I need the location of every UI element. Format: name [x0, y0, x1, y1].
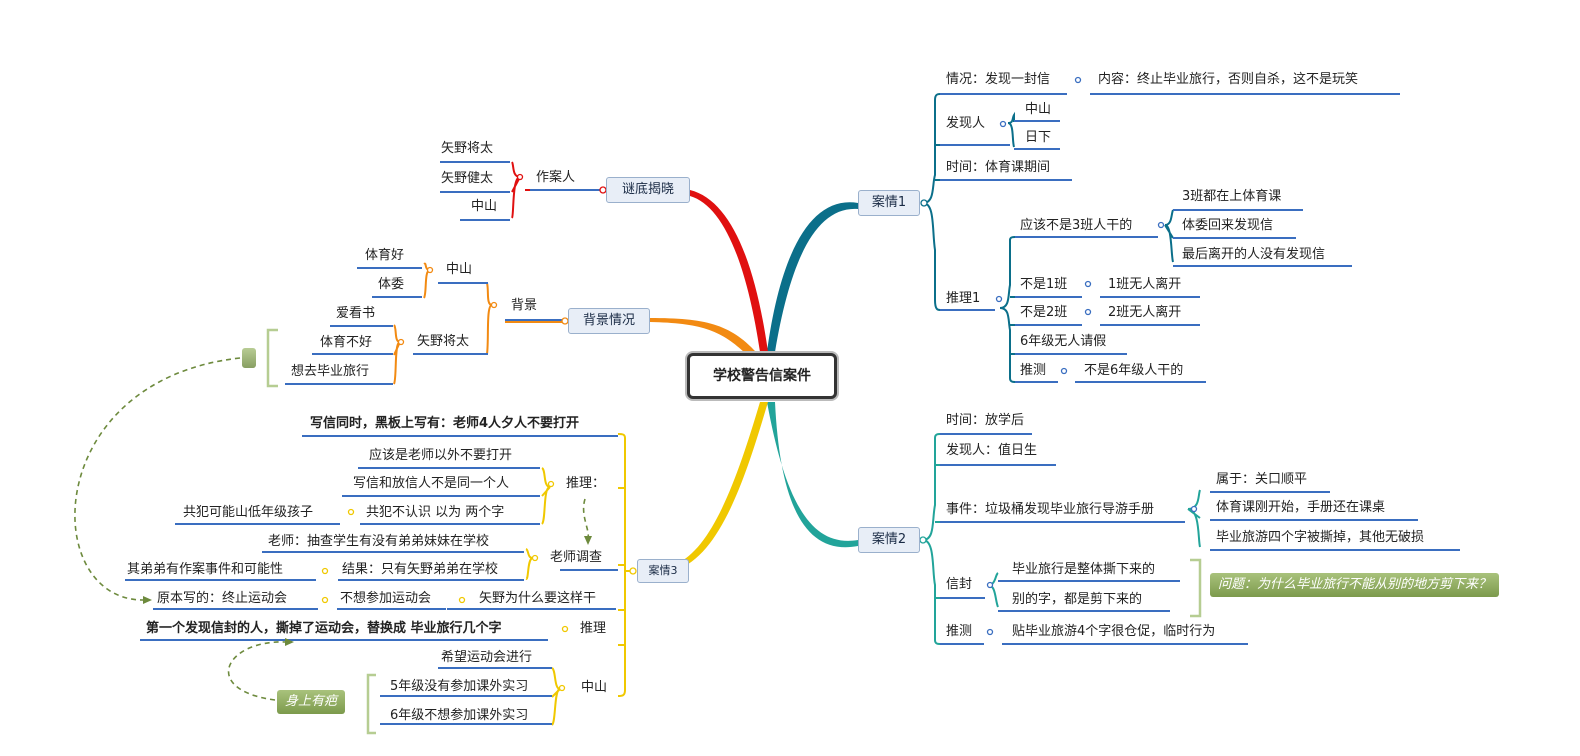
case2-node[interactable]: 案情2: [858, 527, 920, 553]
case1-not-class1[interactable]: 不是1班: [1020, 277, 1068, 292]
case1-not3-a[interactable]: 3班都在上体育课: [1182, 189, 1282, 204]
reveal-culprit-2[interactable]: 矢野健太: [441, 171, 494, 186]
background-node[interactable]: 背景情况: [568, 308, 650, 334]
case1-not2-a[interactable]: 2班无人离开: [1108, 305, 1182, 320]
center-topic[interactable]: 学校警告信案件: [687, 353, 837, 399]
case3-r1[interactable]: 应该是老师以外不要打开: [369, 448, 513, 463]
case1-not3-c[interactable]: 最后离开的人没有发现信: [1182, 247, 1326, 262]
case1-time[interactable]: 时间：体育课期间: [946, 160, 1051, 175]
reveal-culprit-1[interactable]: 矢野将太: [441, 141, 494, 156]
case1-finder-a[interactable]: 中山: [1025, 102, 1052, 117]
case1-node[interactable]: 案情1: [858, 190, 920, 216]
case3-why[interactable]: 矢野为什么要这样干: [479, 591, 597, 606]
case3-r2[interactable]: 写信和放信人不是同一个人: [353, 476, 510, 491]
case1-not-class2[interactable]: 不是2班: [1020, 305, 1068, 320]
case2-time[interactable]: 时间：放学后: [946, 413, 1025, 428]
background-bg[interactable]: 背景: [511, 298, 538, 313]
case2-env-b[interactable]: 别的字，都是剪下来的: [1012, 592, 1143, 607]
case2-event-c[interactable]: 毕业旅游四个字被撕掉，其他无破损: [1216, 530, 1425, 545]
case1-finder[interactable]: 发现人: [946, 116, 986, 131]
case1-finder-b[interactable]: 日下: [1025, 130, 1052, 145]
bg-yano-3[interactable]: 想去毕业旅行: [291, 364, 370, 379]
case1-infer[interactable]: 推测: [1020, 363, 1047, 378]
case2-event-b[interactable]: 体育课刚开始，手册还在课桌: [1216, 500, 1386, 515]
bg-yano[interactable]: 矢野将太: [417, 334, 470, 349]
case1-content[interactable]: 内容：终止毕业旅行，否则自杀，这不是玩笑: [1098, 72, 1359, 87]
reveal-culprit-3[interactable]: 中山: [471, 199, 498, 214]
case3-nakayama[interactable]: 中山: [581, 680, 608, 695]
case3-t2[interactable]: 结果：只有矢野弟弟在学校: [342, 562, 499, 577]
case3-teacher[interactable]: 老师调查: [550, 550, 603, 565]
reveal-culprit[interactable]: 作案人: [536, 170, 576, 185]
bg-nakayama-1[interactable]: 体育好: [365, 248, 405, 263]
case3-reasoning[interactable]: 推理：: [566, 476, 606, 491]
case1-not-class3[interactable]: 应该不是3班人干的: [1020, 218, 1133, 233]
case3-nk3[interactable]: 6年级不想参加课外实习: [390, 708, 529, 723]
case2-event[interactable]: 事件：垃圾桶发现毕业旅行导游手册: [946, 502, 1155, 517]
bg-yano-1[interactable]: 爱看书: [336, 306, 376, 321]
bg-nakayama-2[interactable]: 体委: [378, 277, 405, 292]
case2-event-a[interactable]: 属于：关口顺平: [1216, 472, 1308, 487]
case3-node[interactable]: 案情3: [637, 559, 689, 583]
case3-why-a[interactable]: 不想参加运动会: [340, 591, 432, 606]
case2-infer-a[interactable]: 贴毕业旅游4个字很仓促，临时行为: [1012, 624, 1216, 639]
case3-inference[interactable]: 推理: [580, 621, 607, 636]
case3-t2a[interactable]: 其弟弟有作案事件和可能性: [127, 562, 284, 577]
case3-nk2[interactable]: 5年级没有参加课外实习: [390, 679, 529, 694]
case1-not3-b[interactable]: 体委回来发现信: [1182, 218, 1274, 233]
case1-not1-a[interactable]: 1班无人离开: [1108, 277, 1182, 292]
reveal-node[interactable]: 谜底揭晓: [606, 177, 690, 203]
case1-reasoning[interactable]: 推理1: [946, 291, 981, 306]
case1-infer-a[interactable]: 不是6年级人干的: [1084, 363, 1184, 378]
case3-scar-note[interactable]: 身上有疤: [277, 690, 346, 714]
case2-question-note[interactable]: 问题：为什么毕业旅行不能从别的地方剪下来？: [1210, 573, 1500, 597]
case3-nk1[interactable]: 希望运动会进行: [441, 650, 533, 665]
case2-envelope[interactable]: 信封: [946, 577, 973, 592]
case3-blackboard[interactable]: 写信同时，黑板上写有：老师4人夕人不要打开: [310, 416, 580, 431]
bg-nakayama[interactable]: 中山: [446, 262, 473, 277]
bg-yano-2[interactable]: 体育不好: [320, 335, 373, 350]
case2-env-a[interactable]: 毕业旅行是整体撕下来的: [1012, 562, 1156, 577]
case3-r3a[interactable]: 共犯可能山低年级孩子: [183, 505, 314, 520]
case3-t1[interactable]: 老师：抽查学生有没有弟弟妹妹在学校: [268, 534, 490, 549]
case1-situation[interactable]: 情况：发现一封信: [946, 72, 1051, 87]
case1-grade6[interactable]: 6年级无人请假: [1020, 334, 1107, 349]
case3-inference-a[interactable]: 第一个发现信封的人，撕掉了运动会，替换成 毕业旅行几个字: [146, 621, 502, 636]
case3-why-b[interactable]: 原本写的：终止运动会: [157, 591, 288, 606]
case2-infer[interactable]: 推测: [946, 624, 973, 639]
case2-finder[interactable]: 发现人：值日生: [946, 443, 1038, 458]
case3-r3[interactable]: 共犯不认识 以为 两个字: [366, 505, 505, 520]
collapsed-note-marker[interactable]: [242, 348, 256, 368]
